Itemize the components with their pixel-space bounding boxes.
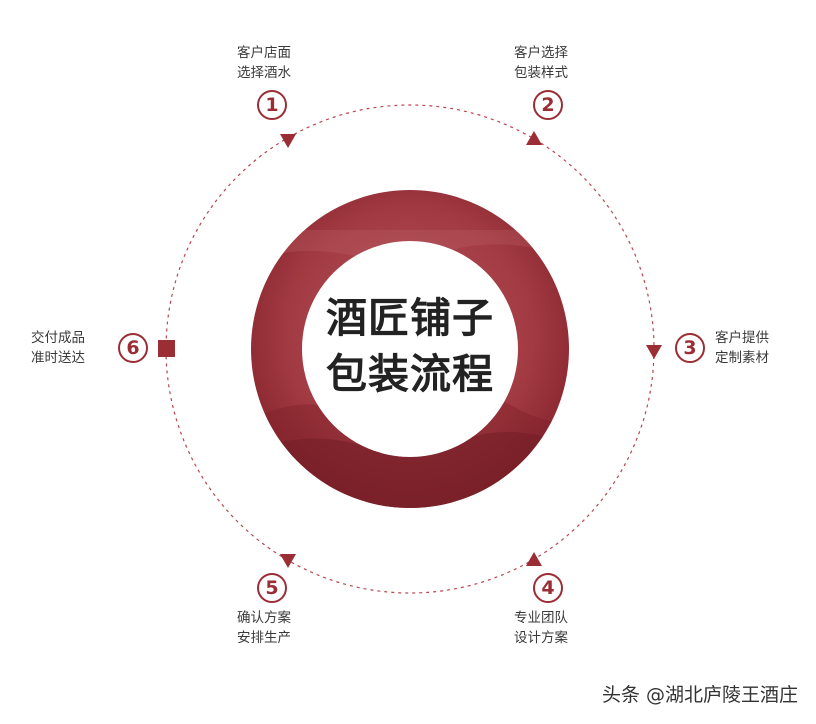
step-1-line2: 选择酒水 <box>237 65 291 81</box>
step-4-number: 4 <box>533 573 563 603</box>
step-2-line2: 包装样式 <box>514 65 568 81</box>
step-1-label: 客户店面 选择酒水 <box>237 43 291 83</box>
marker-square-6 <box>158 340 175 357</box>
center-title-line1: 酒匠铺子 <box>326 294 494 342</box>
step-4-line1: 专业团队 <box>514 610 568 626</box>
center-ring <box>251 190 570 508</box>
step-5-line1: 确认方案 <box>237 610 291 626</box>
marker-triangle-up-2 <box>526 131 542 145</box>
center-title: 酒匠铺子 包装流程 <box>303 290 517 402</box>
step-5-label: 确认方案 安排生产 <box>237 608 291 648</box>
step-6-line1: 交付成品 <box>31 330 85 346</box>
step-3-number: 3 <box>675 333 705 363</box>
step-6-number: 6 <box>118 333 148 363</box>
step-6-line2: 准时送达 <box>31 350 85 366</box>
marker-triangle-down-1 <box>280 134 296 148</box>
step-1-number: 1 <box>257 90 287 120</box>
step-1-line1: 客户店面 <box>237 45 291 61</box>
step-4-label: 专业团队 设计方案 <box>514 608 568 648</box>
step-3-line1: 客户提供 <box>715 330 769 346</box>
step-3-line2: 定制素材 <box>715 350 769 366</box>
watermark-text: 头条 @湖北庐陵王酒庄 <box>601 684 798 706</box>
step-2-label: 客户选择 包装样式 <box>514 43 568 83</box>
step-4-line2: 设计方案 <box>514 630 568 646</box>
center-title-line2: 包装流程 <box>326 350 494 398</box>
marker-triangle-up-4 <box>526 552 542 566</box>
step-2-number: 2 <box>533 90 563 120</box>
step-2-line1: 客户选择 <box>514 45 568 61</box>
step-5-number: 5 <box>257 573 287 603</box>
step-5-line2: 安排生产 <box>237 630 291 646</box>
step-6-label: 交付成品 准时送达 <box>31 328 85 368</box>
marker-triangle-down-3 <box>646 345 662 359</box>
marker-triangle-down-5 <box>280 554 296 568</box>
step-3-label: 客户提供 定制素材 <box>715 328 769 368</box>
